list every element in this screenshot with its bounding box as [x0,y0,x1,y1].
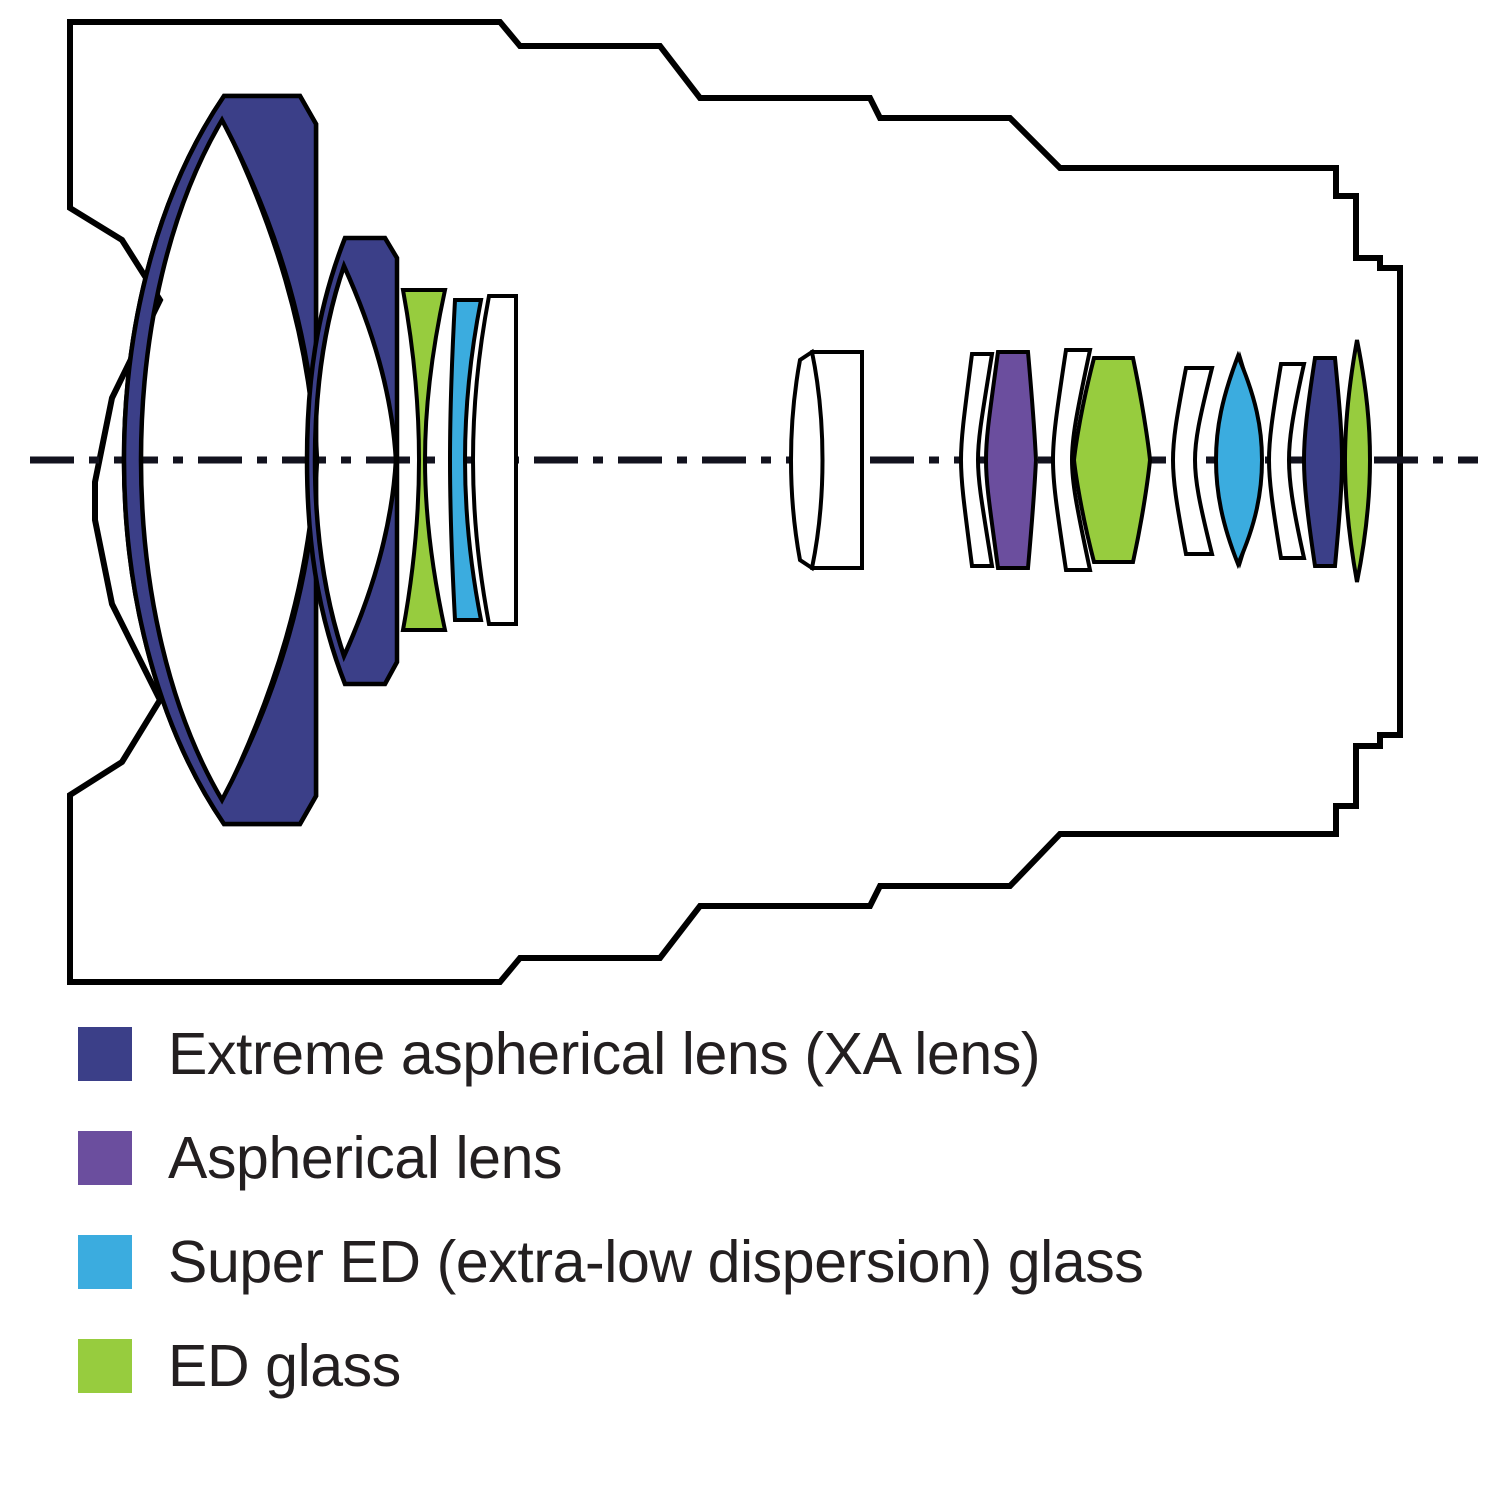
legend-label-xa-lens: Extreme aspherical lens (XA lens) [168,1020,1041,1087]
legend-item-xa-lens: Extreme aspherical lens (XA lens) [78,1018,1041,1090]
lens-element-10-ed-glass [1071,356,1153,564]
legend-swatch-ed-glass [78,1339,132,1393]
lens-element-12-outline-wide [1213,350,1265,570]
lens-element-2-xa [304,235,400,687]
lens-element-7-plain-glass [958,352,995,568]
lens-element-4-super-ed-glass [447,298,484,622]
lens-element-9-plain-glass [1050,348,1093,572]
lens-element-3-ed-glass [400,288,448,632]
legend-item-ed-glass: ED glass [78,1330,401,1402]
lens-element-15-ed-glass [1342,339,1373,583]
lens-element-8-aspherical [983,350,1039,570]
lens-element-6-inner-curve [789,348,825,572]
legend-label-aspherical-lens: Aspherical lens [168,1124,563,1191]
legend-swatch-aspherical-lens [78,1131,132,1185]
lens-barrel-outline [67,19,1403,985]
lens-cross-section-svg [30,19,1478,985]
legend-item-super-ed-glass: Super ED (extra-low dispersion) glass [78,1226,1144,1298]
legend-label-super-ed-glass: Super ED (extra-low dispersion) glass [168,1228,1144,1295]
lens-diagram [30,19,1478,985]
lens-element-14-xa [1301,356,1345,568]
legend-item-aspherical-lens: Aspherical lens [78,1122,563,1194]
lens-element-13-plain-glass [1266,362,1307,560]
legend-label-ed-glass: ED glass [168,1332,401,1399]
legend-swatch-super-ed-glass [78,1235,132,1289]
lens-element-11-plain-glass [1170,366,1215,556]
lens-element-5-plain-glass [470,294,518,626]
legend: Extreme aspherical lens (XA lens) Aspher… [0,1000,1500,1500]
lens-element-1-xa-body [121,93,320,827]
legend-swatch-xa-lens [78,1027,132,1081]
